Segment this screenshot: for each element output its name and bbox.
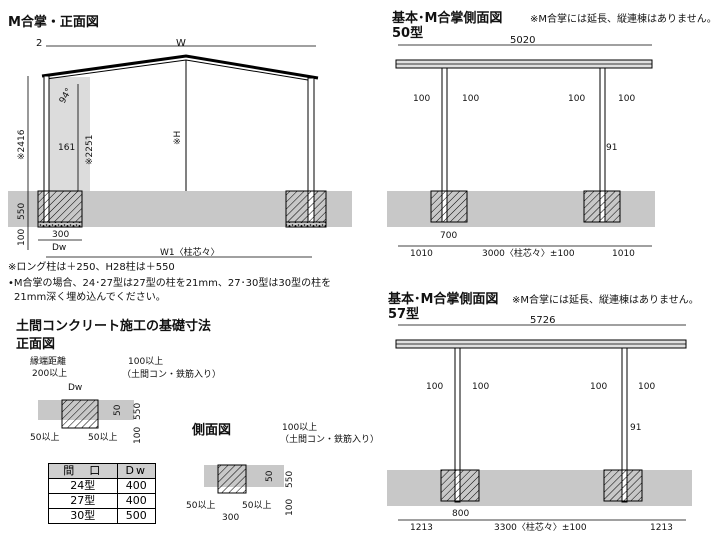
side50-dim-700: 700	[440, 231, 457, 241]
foundation-conc-note1: 100以上	[128, 356, 163, 367]
dw-row-size: 24型	[48, 478, 118, 494]
foundation-front-footing	[61, 399, 99, 429]
side50-subtitle: 50型	[392, 25, 423, 41]
side57-title: 基本･M合掌側面図	[387, 291, 498, 307]
foundation-side-footing	[217, 464, 247, 494]
dw-row-value: 400	[116, 478, 156, 494]
side57-dim-800: 800	[452, 509, 469, 519]
dw-row-value: 400	[116, 493, 156, 509]
front-gravel-right	[285, 221, 327, 228]
foundation-dw: Dw	[68, 383, 82, 393]
foundation-side-title: 側面図	[191, 422, 231, 438]
foundation-dim-100: 100	[133, 427, 143, 444]
side57-post-left	[454, 347, 461, 503]
front-dim-550: 550	[17, 203, 27, 220]
foundation-side-100: 100	[285, 499, 295, 516]
front-dim-2416: ※2416	[17, 129, 27, 160]
foundation-dim-550: 550	[133, 403, 143, 420]
side50-arrow2-right: 100	[618, 94, 635, 104]
side50-dim-91: 91	[606, 143, 617, 153]
front-dim-300: 300	[52, 230, 69, 240]
foundation-front-title: 正面図	[16, 337, 55, 352]
front-dim-w: W	[176, 38, 186, 49]
foundation-edge-label: 縁端距離	[30, 355, 66, 367]
foundation-side-note2: （土間コン・鉄筋入り）	[280, 433, 379, 445]
side57-dim-total: 5726	[530, 315, 555, 326]
side57-footing-right	[603, 469, 643, 502]
front-dim-2251: ※2251	[85, 135, 95, 165]
dw-header-dw: Dw	[116, 463, 156, 479]
dw-table: 間 口 Dw 24型 400 27型 400 30型 500	[48, 463, 156, 524]
side57-subtitle: 57型	[388, 306, 419, 322]
front-view: M合掌・正面図 2 W 94° ※2416 ※2251 161 ※H 550 1…	[8, 14, 352, 303]
side50-view: 基本･M合掌側面図 ※M合掌には延長、縦連棟はありません。 50型 5020 1…	[387, 10, 717, 259]
front-dim-w1: W1〈柱芯々〉	[160, 246, 220, 258]
foundation-side-note1: 100以上	[282, 422, 317, 433]
foundation-side-right-50: 50以上	[242, 500, 271, 511]
side50-footing-left	[430, 190, 468, 223]
side50-title: 基本･M合掌側面図	[391, 10, 502, 26]
front-dim-100: 100	[17, 229, 27, 246]
side57-footing-left	[440, 469, 480, 502]
foundation-conc-note2: （土間コン・鉄筋入り）	[122, 368, 221, 380]
front-dim-2: 2	[36, 38, 42, 49]
side50-dim-center: 3000〈柱芯々〉±100	[482, 247, 575, 259]
side50-arrow1-left: 100	[413, 94, 430, 104]
front-gravel-left	[37, 221, 83, 228]
front-roof	[41, 54, 319, 80]
side57-view: 基本･M合掌側面図 ※M合掌には延長、縦連棟はありません。 57型 5726 1…	[387, 291, 699, 533]
foundation-left-50: 50以上	[30, 432, 59, 443]
side50-arrow1-right: 100	[462, 94, 479, 104]
front-note3: 21mm深く埋め込んでください。	[14, 291, 166, 303]
foundation-dim-50: 50	[113, 404, 123, 416]
front-footing-left	[37, 190, 83, 223]
side57-dim-center: 3300〈柱芯々〉±100	[494, 521, 587, 533]
foundation-section: 土間コンクリート施工の基礎寸法 正面図 縁端距離 200以上 Dw 100以上 …	[16, 318, 379, 523]
foundation-edge-value: 200以上	[32, 368, 67, 379]
side50-dim-right: 1010	[612, 249, 635, 259]
front-shade	[46, 77, 90, 191]
side50-arrow2-left: 100	[568, 94, 585, 104]
dw-row-value: 500	[116, 508, 156, 524]
side57-post-right	[621, 347, 628, 503]
table-row: 24型 400	[48, 478, 156, 494]
front-dim-h: ※H	[173, 131, 183, 145]
foundation-side-50: 50	[265, 470, 275, 482]
front-dim-dw: Dw	[52, 243, 66, 253]
foundation-right-50: 50以上	[88, 432, 117, 443]
table-row: 27型 400	[48, 493, 156, 509]
foundation-side-left-50: 50以上	[186, 500, 215, 511]
side57-dim-91: 91	[630, 423, 641, 433]
side57-arrow2-right: 100	[638, 382, 655, 392]
foundation-side-300: 300	[222, 513, 239, 523]
side57-dim-left: 1213	[410, 523, 433, 533]
side57-dim-right: 1213	[650, 523, 673, 533]
dw-header-size: 間 口	[48, 463, 118, 479]
side57-arrow1-left: 100	[426, 382, 443, 392]
foundation-side-550: 550	[285, 471, 295, 488]
front-note1: ※ロング柱は＋250、H28柱は＋550	[8, 260, 175, 273]
side50-dim-total: 5020	[510, 35, 535, 46]
side57-arrow2-left: 100	[590, 382, 607, 392]
front-dim-161: 161	[58, 143, 75, 153]
side50-note: ※M合掌には延長、縦連棟はありません。	[530, 12, 717, 25]
front-title: M合掌・正面図	[8, 14, 99, 30]
front-footing-right	[285, 190, 327, 223]
front-note2: •M合掌の場合、24･27型は27型の柱を21mm、27･30型は30型の柱を	[8, 276, 331, 289]
table-row: 30型 500	[48, 508, 156, 524]
dw-row-size: 27型	[48, 493, 118, 509]
side50-footing-right	[583, 190, 621, 223]
side57-note: ※M合掌には延長、縦連棟はありません。	[512, 293, 699, 306]
side50-dim-left: 1010	[410, 249, 433, 259]
side57-arrow1-right: 100	[472, 382, 489, 392]
dw-row-size: 30型	[48, 508, 118, 524]
foundation-title: 土間コンクリート施工の基礎寸法	[16, 318, 211, 334]
side57-ground	[387, 470, 692, 506]
dw-table-header: 間 口 Dw	[48, 463, 156, 479]
